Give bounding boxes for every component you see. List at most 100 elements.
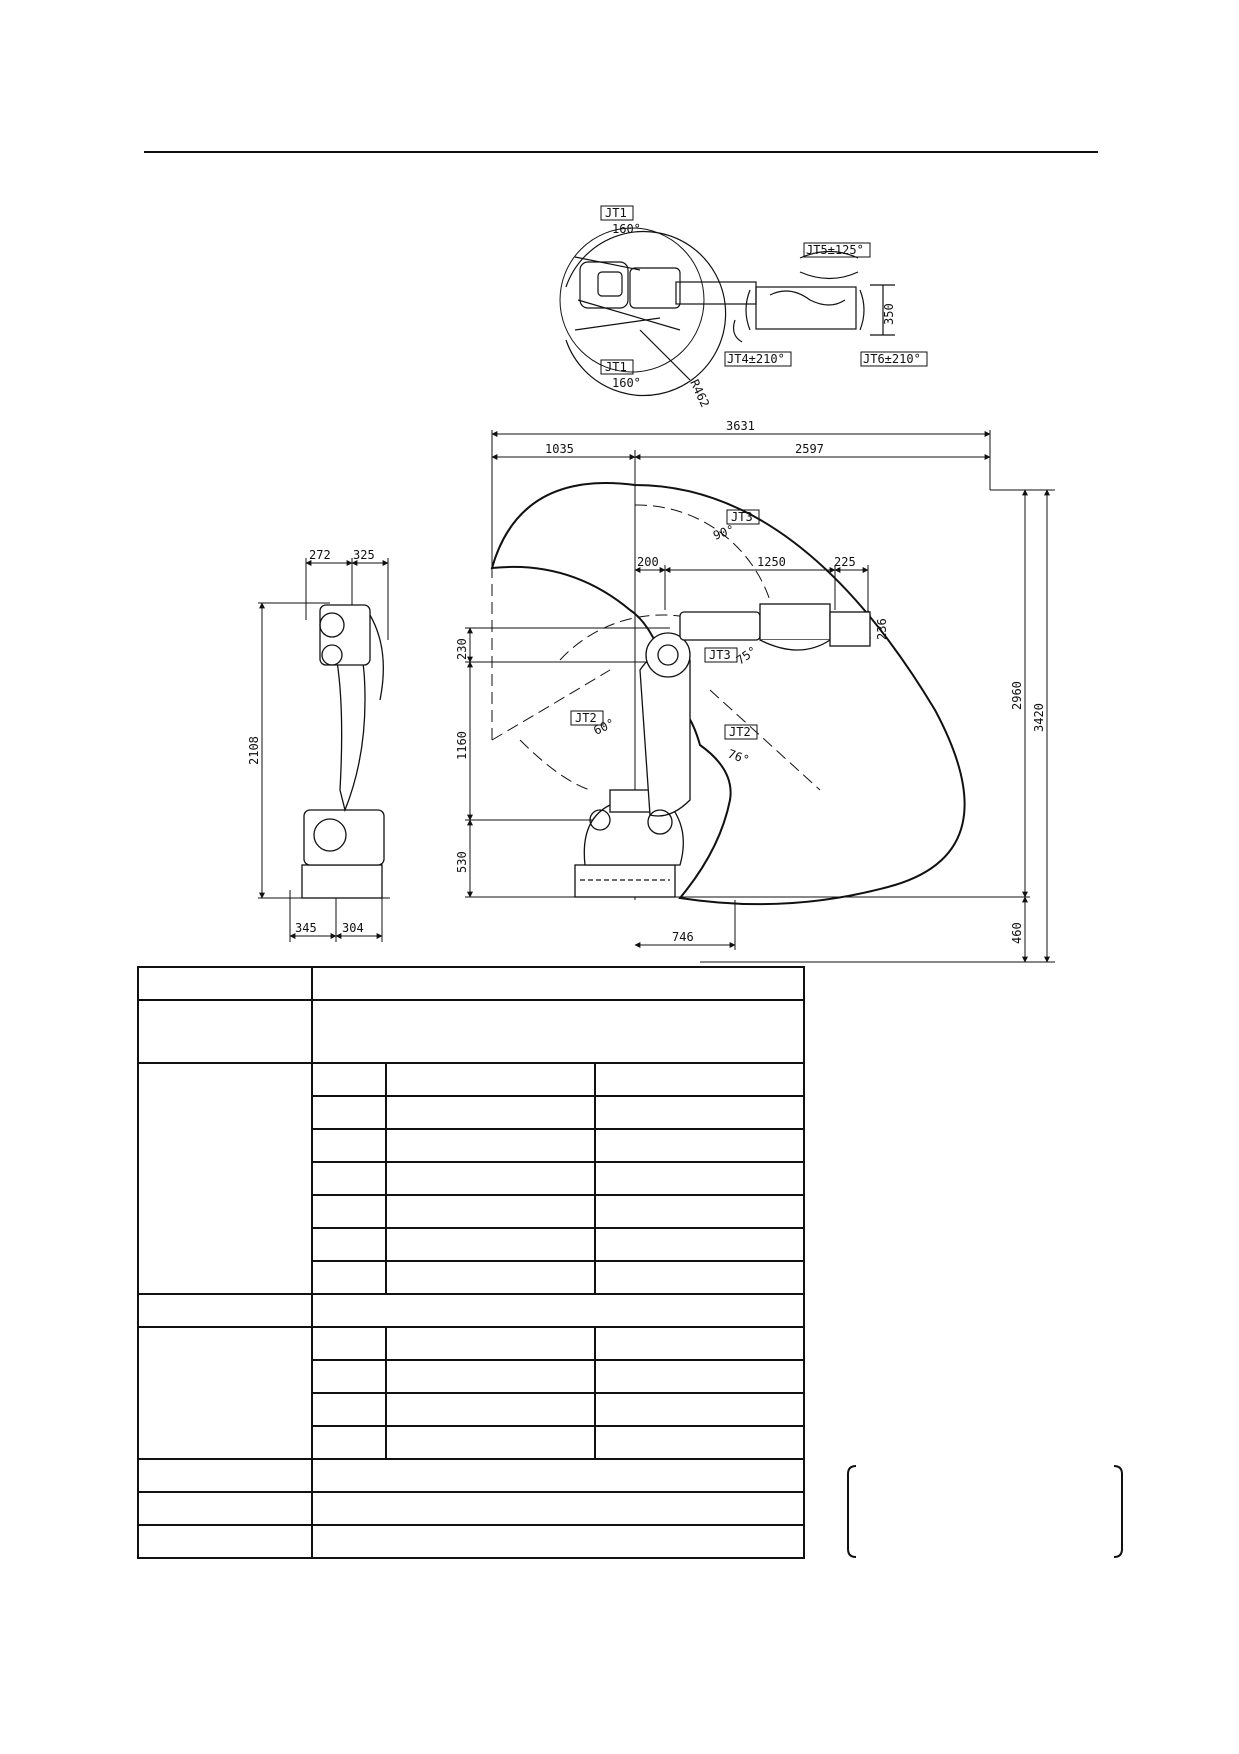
table-cell	[311, 1095, 387, 1130]
work-envelope	[490, 482, 966, 906]
table-cell	[311, 1491, 805, 1526]
table-cell	[137, 1524, 313, 1559]
dim-225: 225	[834, 555, 856, 569]
jt1-top-label: JT1	[605, 206, 627, 220]
r462-label: R462	[687, 377, 712, 409]
table-cell	[594, 1194, 805, 1229]
table-cell	[311, 1227, 387, 1262]
table-row	[137, 966, 805, 1001]
jt1-reach-circle	[559, 227, 705, 373]
table-cell	[594, 1392, 805, 1427]
table-cell	[594, 1062, 805, 1097]
jt1-top-angle: 160°	[612, 222, 641, 236]
table-cell	[385, 1425, 596, 1460]
dim-325: 325	[353, 548, 375, 562]
table-row	[137, 1293, 805, 1328]
dim-746: 746	[672, 930, 694, 944]
dim-272: 272	[309, 548, 331, 562]
dim-230: 230	[455, 638, 469, 660]
table-cell	[137, 1491, 313, 1526]
jt1-bottom-label: JT1	[605, 360, 627, 374]
jt4-label: JT4±210°	[727, 352, 785, 366]
dim-2597: 2597	[795, 442, 824, 456]
dim-2960: 2960	[1010, 681, 1024, 710]
table-cell	[385, 1392, 596, 1427]
table-cell	[311, 1458, 805, 1493]
top-wrist-body	[755, 286, 857, 330]
top-base-body	[579, 261, 629, 309]
table-cell	[594, 1095, 805, 1130]
table-cell	[385, 1260, 596, 1295]
dim-2108: 2108	[247, 736, 261, 765]
robot-wrist	[829, 611, 871, 647]
table-cell	[385, 1128, 596, 1163]
table-cell	[594, 1260, 805, 1295]
table-row	[137, 1491, 805, 1526]
dim-3631: 3631	[726, 419, 755, 433]
front-base	[301, 864, 383, 899]
table-cell	[311, 1194, 387, 1229]
dim-530: 530	[455, 851, 469, 873]
table-row	[138, 1392, 805, 1427]
side-robot	[574, 603, 871, 898]
table-cell	[311, 1524, 805, 1559]
table-cell	[137, 1062, 313, 1295]
jt5-label: JT5±125°	[806, 243, 864, 257]
table-cell	[385, 1095, 596, 1130]
table-cell	[385, 1161, 596, 1196]
jt2-right-angle: 76°	[726, 747, 751, 768]
table-row	[138, 1194, 805, 1229]
side-view-envelope	[490, 482, 966, 906]
dim-1160: 1160	[455, 731, 469, 760]
table-row	[138, 1425, 805, 1460]
table-cell	[311, 1161, 387, 1196]
header-rule	[144, 151, 1098, 153]
table-cell	[311, 999, 805, 1064]
table-cell	[594, 1359, 805, 1394]
dim-350: 350	[882, 303, 896, 325]
table-cell	[594, 1161, 805, 1196]
dim-200: 200	[637, 555, 659, 569]
table-cell	[137, 999, 313, 1064]
top-view	[559, 227, 895, 397]
note-bracket-box	[847, 1465, 1123, 1558]
table-row	[137, 1458, 805, 1493]
jt3-upper-label: JT3	[731, 510, 753, 524]
table-cell	[137, 1458, 313, 1493]
table-cell	[311, 966, 805, 1001]
table-row	[137, 1062, 805, 1295]
front-robot	[301, 604, 385, 899]
dim-460: 460	[1010, 922, 1024, 944]
dim-3420: 3420	[1032, 703, 1046, 732]
table-cell	[594, 1227, 805, 1262]
table-cell	[311, 1293, 805, 1328]
jt6-label: JT6±210°	[863, 352, 921, 366]
robot-upper-arm	[759, 603, 831, 641]
table-row	[137, 1326, 805, 1460]
table-row	[138, 1227, 805, 1262]
jt1-bottom-angle: 160°	[612, 376, 641, 390]
table-row	[138, 1359, 805, 1394]
robot-base	[574, 864, 676, 898]
spec-table	[137, 966, 805, 1559]
table-cell	[594, 1425, 805, 1460]
table-cell	[594, 1128, 805, 1163]
table-cell	[385, 1227, 596, 1262]
table-cell	[311, 1260, 387, 1295]
table-row	[137, 1524, 805, 1559]
table-cell	[311, 1128, 387, 1163]
table-cell	[311, 1359, 387, 1394]
table-cell	[137, 1326, 313, 1460]
table-cell	[311, 1425, 387, 1460]
table-cell	[385, 1359, 596, 1394]
dim-345: 345	[295, 921, 317, 935]
table-row	[138, 1260, 805, 1295]
dim-304: 304	[342, 921, 364, 935]
dim-236: 236	[875, 618, 889, 640]
table-cell	[385, 1062, 596, 1097]
table-cell	[137, 1293, 313, 1328]
table-row	[138, 1095, 805, 1130]
table-cell	[311, 1062, 387, 1097]
table-cell	[311, 1392, 387, 1427]
table-cell	[594, 1326, 805, 1361]
